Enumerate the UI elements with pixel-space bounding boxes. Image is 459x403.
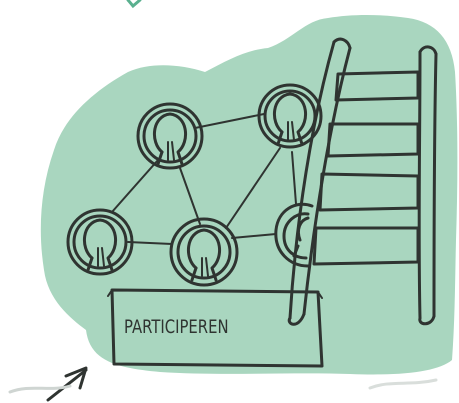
top-fragment-mark: [126, 0, 142, 9]
arrow: [46, 366, 88, 402]
ladder-rung-2: [326, 122, 420, 158]
participation-box: [107, 288, 324, 368]
ladder: [287, 37, 438, 326]
ladder-rung-4: [312, 226, 420, 266]
ladder-rung-1: [334, 70, 420, 102]
sketch-marks: [8, 378, 438, 394]
person-node-bottom-middle: [169, 217, 239, 287]
person-node-top-left: [136, 102, 204, 170]
ladder-rung-3: [318, 172, 420, 212]
network-edges: [111, 113, 297, 245]
participation-label: PARTICIPEREN: [124, 316, 229, 338]
person-node-bottom-left: [66, 208, 134, 276]
